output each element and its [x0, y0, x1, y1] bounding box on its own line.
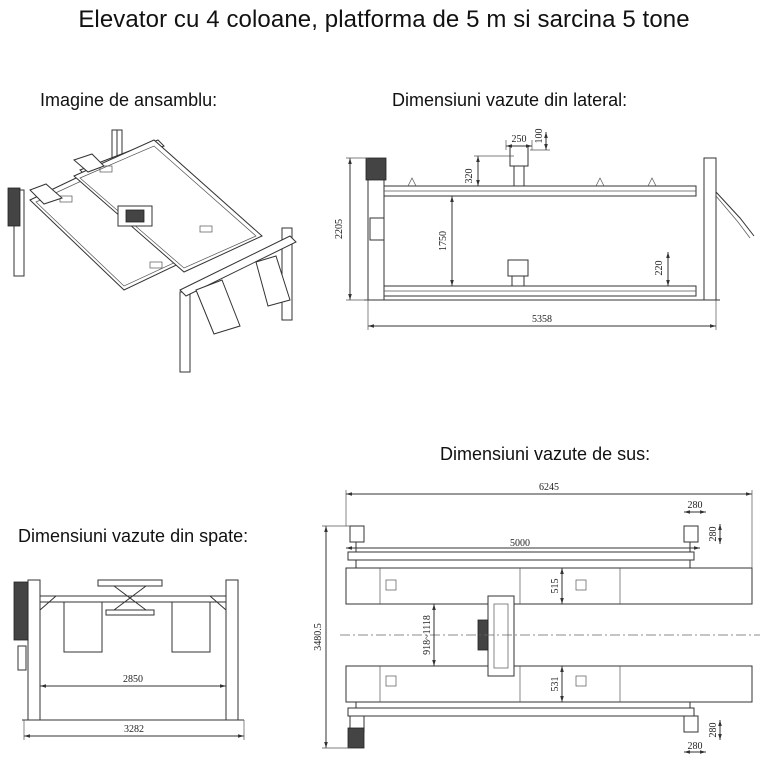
dim-918-1118-label: 918~1118 — [422, 615, 433, 655]
dim-220-label: 220 — [654, 261, 665, 276]
dim-2850-label: 2850 — [123, 674, 143, 685]
dim-5358-label: 5358 — [532, 314, 552, 325]
page-title: Elevator cu 4 coloane, platforma de 5 m … — [78, 6, 690, 33]
dim-100-label: 100 — [534, 129, 545, 144]
caption-top-view: Dimensiuni vazute de sus: — [440, 444, 651, 464]
dim-515-label: 515 — [550, 579, 561, 594]
caption-rear-view: Dimensiuni vazute din spate: — [18, 526, 249, 546]
top-view-drawing: 6245 280 280 5000 515 918~1118 3480.5 53… — [313, 482, 760, 754]
dim-3480-5-label: 3480.5 — [313, 623, 324, 651]
dim-6245-label: 6245 — [539, 482, 559, 493]
dim-250-label: 250 — [512, 134, 527, 145]
dim-280-bottom-label: 280 — [688, 741, 703, 752]
dim-280-bottom-vertical-label: 280 — [708, 723, 719, 738]
dim-5000-label: 5000 — [510, 538, 530, 549]
dim-320-label: 320 — [464, 169, 475, 184]
caption-assembly-view: Imagine de ansamblu: — [40, 90, 218, 110]
caption-side-view: Dimensiuni vazute din lateral: — [392, 90, 628, 110]
assembly-isometric-drawing — [7, 129, 297, 373]
dim-280-top-label: 280 — [688, 500, 703, 511]
side-view-drawing: 2205 1750 320 250 100 220 5358 — [334, 129, 755, 330]
dim-531-label: 531 — [550, 677, 561, 692]
dim-2205-label: 2205 — [334, 219, 345, 239]
dim-280-top-vertical-label: 280 — [708, 527, 719, 542]
motor-unit-icon — [7, 187, 21, 227]
dim-1750-label: 1750 — [438, 231, 449, 251]
rear-view-drawing: 2850 3282 — [13, 579, 245, 740]
dim-3282-label: 3282 — [124, 724, 144, 735]
